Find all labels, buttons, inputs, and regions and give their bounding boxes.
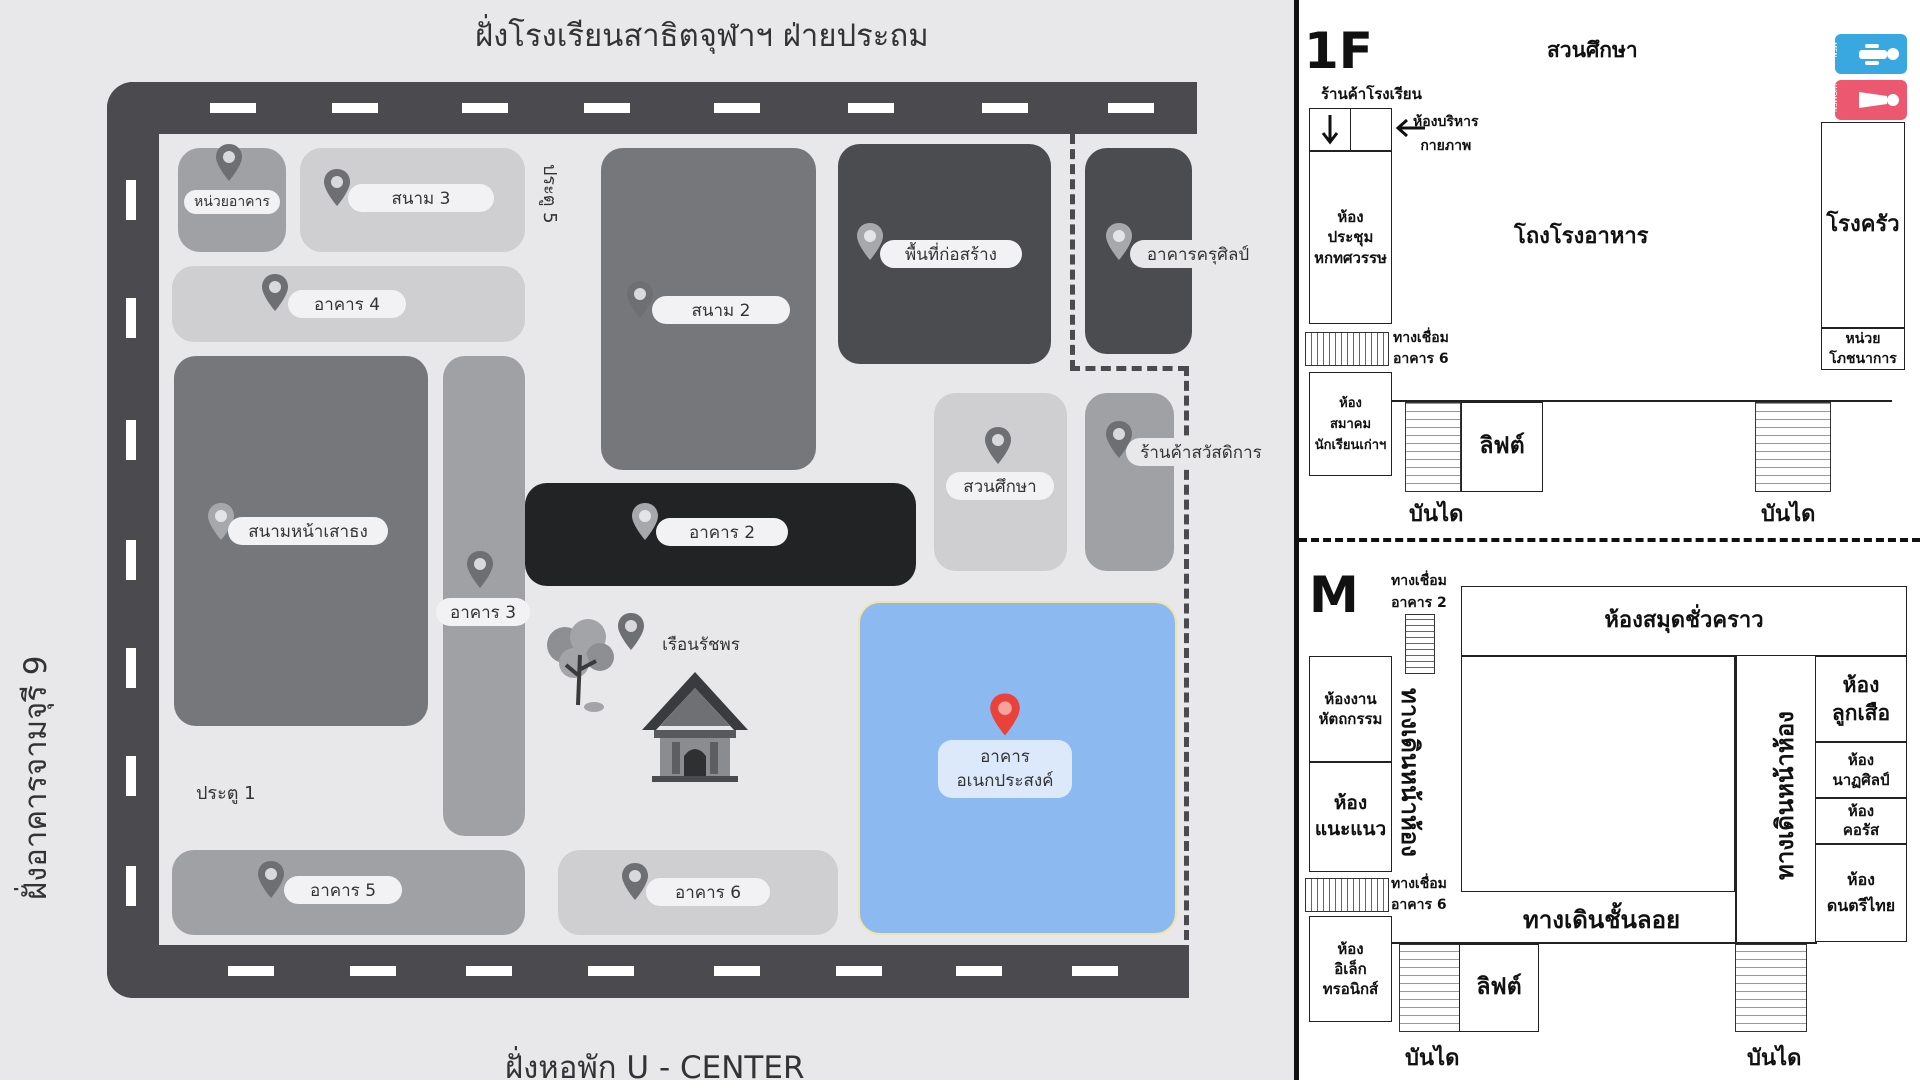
floor1-stairs-left: บันได xyxy=(1409,502,1464,527)
floor1-physical-admin: ห้องบริหาร กายภาพ xyxy=(1413,114,1479,154)
label-flagpole-field: สนามหน้าเสาธง xyxy=(228,517,388,545)
campus-map: ฝั่งโรงเรียนสาธิตจุฬาฯ ฝ่ายประถม ฝั่งหอพ… xyxy=(0,0,1294,1086)
label-building6: อาคาร 6 xyxy=(646,878,770,906)
map-pin-icon xyxy=(262,274,288,311)
road-top xyxy=(107,82,1197,134)
map-pin-icon xyxy=(857,223,883,260)
floorM-stairs-left: บันได xyxy=(1405,1046,1460,1071)
floorM-link6-stairs[interactable] xyxy=(1305,878,1389,912)
floorM-stairs-right-icon[interactable] xyxy=(1735,944,1807,1032)
label-field2: สนาม 2 xyxy=(652,296,790,324)
floorM-mezz-walkway: ทางเดินชั้นลอย xyxy=(1523,906,1681,934)
floor1-link6-stairs[interactable] xyxy=(1305,332,1389,366)
floor1-school-shop: ร้านค้าโรงเรียน xyxy=(1321,85,1422,103)
label-building5: อาคาร 5 xyxy=(284,876,402,904)
label-teacher-arts: อาคารครุศิลป์ xyxy=(1130,240,1266,268)
floorM-temp-library[interactable]: ห้องสมุดชั่วคราว xyxy=(1461,586,1907,656)
floor1-nutrition-unit[interactable]: หน่วย โภชนาการ xyxy=(1821,328,1905,370)
floor1-stairs-left-icon[interactable] xyxy=(1405,402,1461,492)
label-building3: อาคาร 3 xyxy=(436,598,530,626)
map-pin-icon xyxy=(622,863,648,900)
panel-divider xyxy=(1294,0,1299,1080)
gate5-label: ประตู 5 xyxy=(539,164,560,224)
label-building4: อาคาร 4 xyxy=(288,290,406,318)
floor1-kitchen[interactable]: โรงครัว xyxy=(1821,122,1905,328)
floor1-stairs-right: บันได xyxy=(1761,502,1816,527)
floor1-garden: สวนศึกษา xyxy=(1547,38,1638,62)
floor1-alumni-room[interactable]: ห้อง สมาคม นักเรียนเก่าฯ xyxy=(1309,372,1392,476)
floor1-shop-room[interactable] xyxy=(1309,108,1351,151)
road-bottom xyxy=(107,945,1189,998)
map-pin-icon xyxy=(618,613,644,650)
floor1-hall[interactable]: ห้อง ประชุม หกทศวรรษ xyxy=(1309,151,1392,324)
floor-m-label: M xyxy=(1309,566,1359,624)
map-pin-highlight-icon xyxy=(990,693,1020,736)
floorM-thai-music-room[interactable]: ห้อง ดนตรีไทย xyxy=(1815,844,1907,942)
map-pin-icon xyxy=(216,144,242,181)
floor-separator xyxy=(1299,538,1920,542)
map-pin-icon xyxy=(208,503,234,540)
arrow-down-icon xyxy=(1321,114,1339,144)
floor-1f-label: 1F xyxy=(1304,22,1373,80)
floorM-link2-stairs[interactable] xyxy=(1405,614,1435,674)
floor-plans: 1F สวนศึกษา ร้านค้าโรงเรียน MEN WOMEN ห้… xyxy=(1299,0,1920,1080)
map-pin-icon xyxy=(324,169,350,206)
floorM-scout-room[interactable]: ห้อง ลูกเสือ xyxy=(1815,656,1907,742)
floor1-stairs-right-icon[interactable] xyxy=(1755,402,1831,492)
tree-icon xyxy=(547,619,614,712)
floor1-link6: ทางเชื่อม อาคาร 6 xyxy=(1393,330,1449,367)
map-pin-icon xyxy=(258,861,284,898)
map-top-label: ฝั่งโรงเรียนสาธิตจุฬาฯ ฝ่ายประถม xyxy=(475,18,929,54)
label-welfare-shop: ร้านค้าสวัสดิการ xyxy=(1126,438,1276,466)
floorM-drama-room[interactable]: ห้อง นาฏศิลป์ xyxy=(1815,742,1907,798)
label-garden: สวนศึกษา xyxy=(946,472,1054,500)
floorM-link2: ทางเชื่อม อาคาร 2 xyxy=(1391,573,1447,611)
restroom-women-icon: WOMEN xyxy=(1830,80,1907,120)
label-ruean-ratchaphon: เรือนรัชพร xyxy=(640,630,762,658)
thai-house-icon xyxy=(642,672,748,782)
floorM-choir-room[interactable]: ห้อง คอรัส xyxy=(1815,798,1907,844)
label-construction: พื้นที่ก่อสร้าง xyxy=(880,240,1022,268)
floorM-crafts-room[interactable]: ห้องงาน หัตถกรรม xyxy=(1309,656,1392,762)
floorM-corridor-right: ทางเดินหน้าห้อง xyxy=(1771,711,1799,880)
label-field3: สนาม 3 xyxy=(348,184,494,212)
map-pin-icon xyxy=(467,551,493,588)
map-left-label: ฝั่งอาคารจามจุรี 9 xyxy=(18,655,54,900)
map-pin-icon xyxy=(1106,223,1132,260)
block-building3[interactable] xyxy=(443,356,525,836)
floorM-corridor-left: ทางเดินหน้าห้อง xyxy=(1396,688,1424,857)
floor1-cafeteria: โถงโรงอาหาร xyxy=(1514,224,1649,249)
floorM-electronics-room[interactable]: ห้อง อิเล็ก ทรอนิกส์ xyxy=(1309,916,1392,1022)
floorM-link6: ทางเชื่อม อาคาร 6 xyxy=(1391,876,1447,913)
map-pin-icon xyxy=(985,427,1011,464)
floorM-central-void xyxy=(1461,656,1735,892)
floorM-lift[interactable]: ลิฟต์ xyxy=(1459,944,1539,1032)
arrow-left-icon xyxy=(1395,118,1425,138)
map-pin-icon xyxy=(632,503,658,540)
map-pin-icon xyxy=(1106,421,1132,458)
gate1-label: ประตู 1 xyxy=(196,783,256,804)
floorM-stairs-right: บันได xyxy=(1747,1046,1802,1071)
floorM-stairs-left-icon[interactable] xyxy=(1399,944,1463,1032)
label-multipurpose: อาคาร อเนกประสงค์ xyxy=(938,740,1072,798)
restroom-men-icon: MEN xyxy=(1830,34,1907,74)
map-bottom-label: ฝั่งหอพัก U - CENTER xyxy=(505,1050,805,1086)
floorM-guidance-room[interactable]: ห้อง แนะแนว xyxy=(1309,762,1392,872)
map-pin-icon xyxy=(627,281,653,318)
floor1-physical-admin-room[interactable] xyxy=(1350,108,1392,151)
label-building2: อาคาร 2 xyxy=(656,518,788,546)
floor1-lift[interactable]: ลิฟต์ xyxy=(1461,402,1543,492)
label-building-unit: หน่วยอาคาร xyxy=(184,190,280,214)
block-welfare-shop[interactable] xyxy=(1085,393,1174,571)
